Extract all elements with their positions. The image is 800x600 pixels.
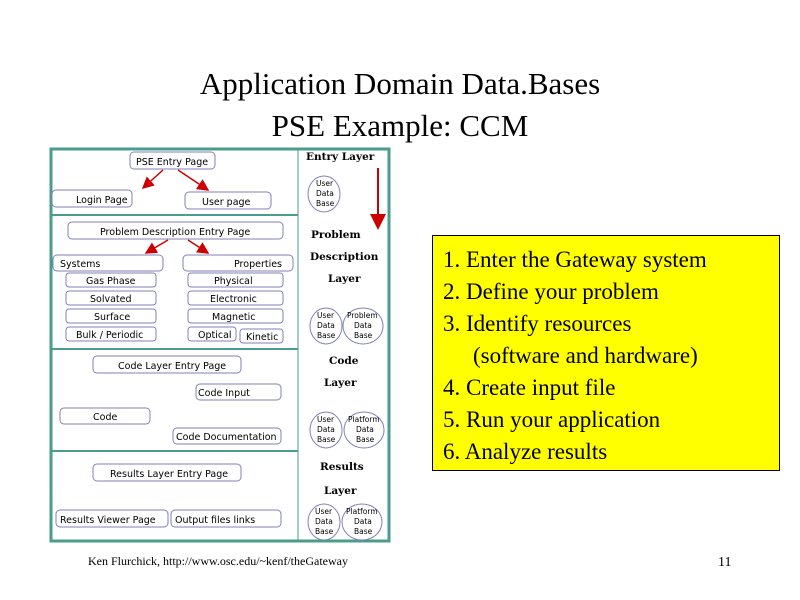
layer-code-2: Layer (324, 377, 357, 389)
step-item: 3. Identify resources (443, 311, 632, 336)
svg-text:Base: Base (354, 331, 373, 340)
box-code-entry: Code Layer Entry Page (92, 355, 242, 374)
slide-title-line1: Application Domain Data.Bases (199, 66, 601, 101)
layer-code-1: Code (329, 355, 359, 367)
svg-text:Results Layer Entry Page: Results Layer Entry Page (110, 469, 228, 480)
layer-problem-1: Problem (311, 229, 361, 241)
box-code: Code (59, 407, 151, 425)
svg-text:Platform: Platform (346, 507, 378, 516)
layer-results-1: Results (320, 461, 364, 473)
box-optical: Optical (198, 330, 232, 341)
db-user-results: User Data Base (307, 503, 341, 541)
svg-text:Problem Description Entry Page: Problem Description Entry Page (100, 227, 250, 238)
svg-text:Data: Data (354, 321, 372, 330)
db-user-problem: User Data Base (309, 307, 343, 345)
box-code-doc: Code Documentation (172, 427, 282, 445)
db-platform-code: Platform Data Base (343, 411, 385, 449)
box-user-page: User page (184, 191, 272, 210)
page-number: 11 (718, 555, 732, 570)
svg-text:Output files links: Output files links (175, 515, 255, 526)
box-solvated: Solvated (90, 294, 132, 305)
svg-text:Code Layer Entry Page: Code Layer Entry Page (118, 361, 226, 372)
db-problem: Problem Data Base (342, 307, 384, 345)
svg-text:Login Page: Login Page (76, 195, 128, 206)
diagram-border (49, 147, 391, 543)
slide-title-line2: PSE Example: CCM (271, 108, 529, 143)
box-electronic: Electronic (210, 294, 257, 305)
db-platform-results: Platform Data Base (341, 503, 383, 541)
svg-text:Base: Base (354, 527, 373, 536)
box-physical: Physical (214, 276, 253, 287)
box-gas-phase: Gas Phase (86, 276, 136, 287)
svg-text:Base: Base (317, 435, 336, 444)
box-systems: Systems (52, 254, 164, 272)
svg-text:Data: Data (316, 189, 334, 198)
svg-text:Platform: Platform (348, 415, 380, 424)
layer-problem-3: Layer (328, 273, 361, 285)
svg-text:Data: Data (356, 425, 374, 434)
box-pse-entry: PSE Entry Page (129, 151, 216, 170)
svg-text:Results Viewer Page: Results Viewer Page (60, 515, 156, 526)
svg-text:User: User (317, 415, 335, 424)
box-kinetic: Kinetic (246, 332, 278, 343)
svg-text:Code Documentation: Code Documentation (176, 432, 277, 443)
svg-text:Data: Data (354, 517, 372, 526)
svg-text:Data: Data (317, 425, 335, 434)
layer-results-2: Layer (324, 485, 357, 497)
box-surface: Surface (94, 312, 130, 323)
svg-text:User: User (316, 179, 334, 188)
svg-text:Code Input: Code Input (198, 388, 250, 399)
box-login: Login Page (51, 189, 133, 208)
step-item: 4. Create input file (443, 375, 616, 400)
layer-entry: Entry Layer (306, 151, 375, 163)
svg-text:User page: User page (202, 197, 251, 208)
svg-text:User: User (317, 311, 335, 320)
box-magnetic: Magnetic (212, 312, 256, 323)
step-item: 1. Enter the Gateway system (443, 247, 707, 272)
steps-list: 1. Enter the Gateway system 2. Define yo… (433, 236, 779, 468)
box-problem-entry: Problem Description Entry Page (67, 221, 284, 240)
steps-box: 1. Enter the Gateway system 2. Define yo… (432, 235, 780, 471)
svg-text:User: User (315, 507, 333, 516)
svg-text:Base: Base (316, 199, 335, 208)
box-results-entry: Results Layer Entry Page (92, 463, 242, 482)
step-item: (software and hardware) (473, 343, 698, 368)
svg-text:Data: Data (315, 517, 333, 526)
layer-problem-2: Description (310, 251, 379, 263)
svg-text:Problem: Problem (347, 311, 378, 320)
box-code-input: Code Input (195, 383, 282, 401)
step-item: 5. Run your application (443, 407, 661, 432)
svg-text:Code: Code (93, 412, 117, 423)
svg-text:Base: Base (317, 331, 336, 340)
db-user-entry: User Data Base (307, 175, 341, 213)
footer-credit: Ken Flurchick, http://www.osc.edu/~kenf/… (88, 554, 348, 568)
step-item: 6. Analyze results (443, 439, 608, 464)
ccm-architecture-diagram: PSE Entry Page Login Page User page Entr… (49, 147, 391, 543)
svg-text:Base: Base (315, 527, 334, 536)
box-bulk: Bulk / Periodic (76, 330, 143, 341)
db-user-code: User Data Base (309, 411, 343, 449)
box-results-viewer: Results Viewer Page (55, 509, 169, 528)
svg-text:PSE Entry Page: PSE Entry Page (136, 157, 208, 168)
svg-text:Systems: Systems (60, 259, 100, 270)
box-properties: Properties (182, 254, 294, 272)
svg-text:Data: Data (317, 321, 335, 330)
svg-text:Properties: Properties (234, 259, 282, 270)
svg-text:Base: Base (356, 435, 375, 444)
step-item: 2. Define your problem (443, 279, 659, 304)
box-output-links: Output files links (170, 509, 282, 528)
